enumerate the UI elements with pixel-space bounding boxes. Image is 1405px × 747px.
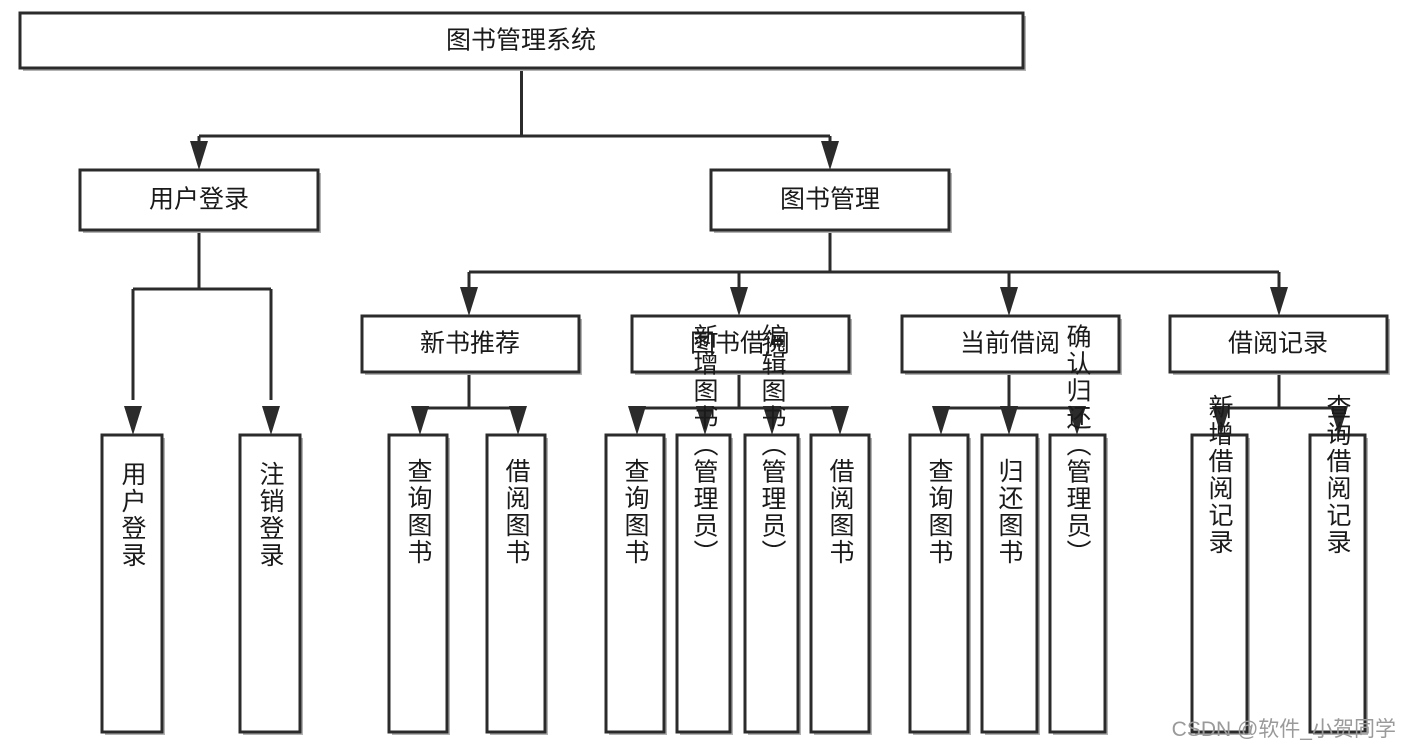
leaf-book-borrow-2[interactable]: 新增图书（管理员） (675, 324, 733, 736)
arrow-head-user-login-leaf-2 (262, 406, 280, 435)
node-book-borrow-label: 图书借阅 (690, 330, 790, 358)
arrow-head-record-leaf-2 (1330, 406, 1348, 435)
node-new-book-recommend-box (360, 314, 581, 374)
node-current-borrow-label: 当前借阅 (960, 330, 1060, 358)
leaf-recommend-1[interactable]: 查询图书 (387, 433, 450, 735)
node-book-management[interactable]: 图书管理 (709, 168, 952, 233)
leaf-current-borrow-1-box (908, 433, 970, 734)
arrow-head-current-leaf-3 (1068, 406, 1086, 435)
arrow-head-user-login-leaf-1 (124, 406, 142, 435)
leaf-book-borrow-1[interactable]: 查询图书 (604, 433, 667, 735)
node-book-management-box (709, 168, 951, 232)
node-root-label: 图书管理系统 (446, 27, 596, 55)
arrow-head-book-mgmt (821, 141, 839, 170)
node-user-login-label: 用户登录 (149, 186, 249, 214)
leaf-book-borrow-2-label: 新增图书（管理员） (690, 324, 719, 567)
leaf-borrow-record-2[interactable]: 查询借阅记录 (1308, 394, 1368, 735)
leaf-book-borrow-4[interactable]: 借阅图书 (809, 433, 872, 735)
leaf-current-borrow-3[interactable]: 确认归还（管理员） (1048, 324, 1108, 736)
leaf-current-borrow-2[interactable]: 归还图书 (980, 433, 1040, 735)
node-borrow-record-label: 借阅记录 (1228, 330, 1328, 358)
arrow-head-recommend-leaf-2 (509, 406, 527, 435)
node-current-borrow-box (900, 314, 1121, 374)
node-root[interactable]: 图书管理系统 (18, 11, 1026, 71)
leaf-recommend-2-box (485, 433, 547, 734)
node-new-book-recommend[interactable]: 新书推荐 (360, 314, 582, 375)
arrow-head-recommend (460, 287, 478, 316)
node-book-borrow[interactable]: 图书借阅 (630, 314, 852, 375)
arrow-head-current-leaf-1 (932, 406, 950, 435)
leaf-borrow-record-1-label: 新增借阅记录 (1205, 394, 1234, 556)
connector-layer (124, 68, 1348, 435)
node-new-book-recommend-label: 新书推荐 (420, 330, 520, 358)
leaf-borrow-record-1[interactable]: 新增借阅记录 (1190, 394, 1250, 735)
leaf-user-login-2[interactable]: 注销登录 (238, 433, 303, 735)
leaf-recommend-1-label: 查询图书 (404, 458, 433, 566)
leaf-recommend-2-label: 借阅图书 (502, 458, 531, 566)
node-root-box (18, 11, 1025, 70)
leaf-book-borrow-1-box (604, 433, 666, 734)
leaf-user-login-1[interactable]: 用户登录 (100, 433, 165, 735)
leaf-user-login-1-label: 用户登录 (118, 461, 147, 569)
leaf-current-borrow-1[interactable]: 查询图书 (908, 433, 971, 735)
arrow-head-borrow-leaf-1 (628, 406, 646, 435)
leaf-current-borrow-3-box (1048, 433, 1107, 734)
leaf-user-login-1-box (100, 433, 164, 734)
arrow-head-recommend-leaf-1 (411, 406, 429, 435)
leaf-book-borrow-1-label: 查询图书 (621, 458, 650, 566)
leaf-user-login-2-box (238, 433, 302, 734)
arrow-head-borrow-leaf-3 (763, 406, 781, 435)
arrow-head-borrow (730, 287, 748, 316)
node-user-login-box (78, 168, 320, 232)
leaf-book-borrow-3[interactable]: 编辑图书（管理员） (743, 324, 801, 736)
arrow-head-borrow-leaf-2 (696, 406, 714, 435)
leaf-book-borrow-4-label: 借阅图书 (826, 458, 855, 566)
node-book-borrow-box (630, 314, 851, 374)
leaf-recommend-2[interactable]: 借阅图书 (485, 433, 548, 735)
node-user-login[interactable]: 用户登录 (78, 168, 321, 233)
csdn-watermark: CSDN @软件_小贺同学 (1172, 718, 1396, 741)
leaf-book-borrow-2-box (675, 433, 732, 734)
node-borrow-record[interactable]: 借阅记录 (1168, 314, 1390, 375)
leaf-borrow-record-1-box (1190, 433, 1249, 734)
node-borrow-record-box (1168, 314, 1389, 374)
leaf-borrow-record-2-box (1308, 433, 1367, 734)
leaf-user-login-2-label: 注销登录 (256, 461, 285, 569)
leaf-current-borrow-2-label: 归还图书 (995, 458, 1024, 566)
leaf-book-borrow-3-box (743, 433, 800, 734)
arrow-head-current-leaf-2 (1000, 406, 1018, 435)
leaf-borrow-record-2-label: 查询借阅记录 (1323, 394, 1352, 556)
leaf-recommend-1-box (387, 433, 449, 734)
arrow-head-record (1270, 287, 1288, 316)
arrow-head-current (1000, 287, 1018, 316)
leaf-book-borrow-3-label: 编辑图书（管理员） (758, 324, 787, 567)
leaf-book-borrow-4-box (809, 433, 871, 734)
leaf-current-borrow-1-label: 查询图书 (925, 458, 954, 566)
leaf-current-borrow-2-box (980, 433, 1039, 734)
arrow-head-user-login (190, 141, 208, 170)
arrow-head-record-leaf-1 (1212, 406, 1230, 435)
node-current-borrow[interactable]: 当前借阅 (900, 314, 1122, 375)
leaf-current-borrow-3-label: 确认归还（管理员） (1063, 324, 1092, 567)
node-book-management-label: 图书管理 (780, 186, 880, 214)
arrow-head-borrow-leaf-4 (831, 406, 849, 435)
